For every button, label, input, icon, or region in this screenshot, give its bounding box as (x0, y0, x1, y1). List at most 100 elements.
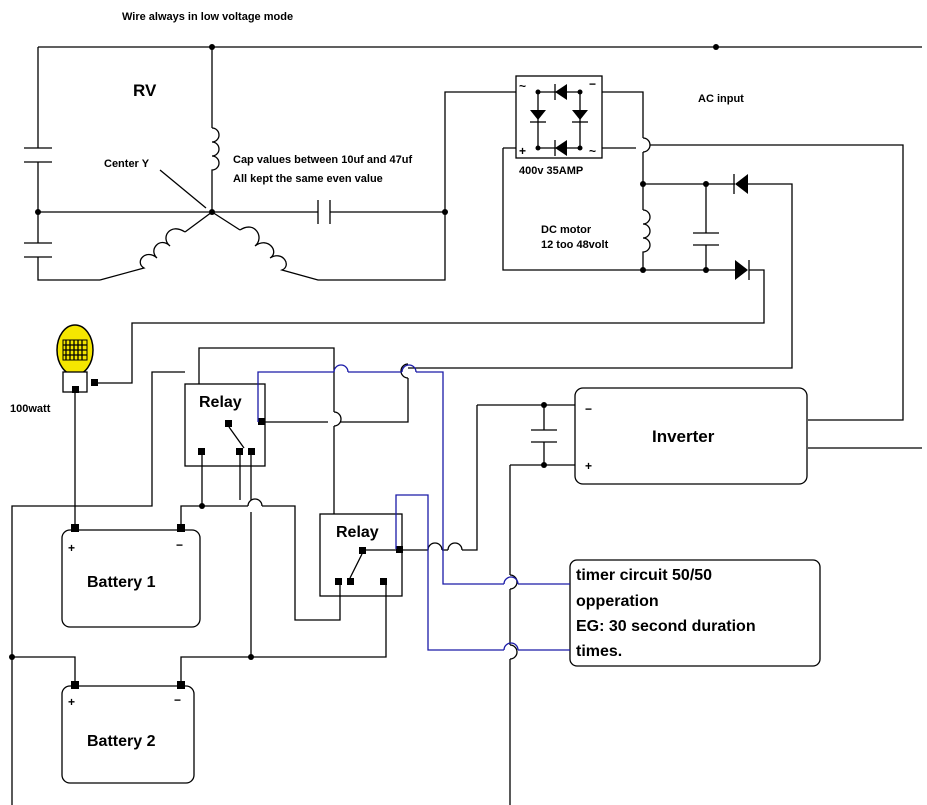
timer-circuit: timer circuit 50/50 opperation EG: 30 se… (569, 559, 821, 667)
inverter-plus: + (585, 459, 592, 473)
junction-dot (577, 145, 583, 151)
inverter-minus: − (585, 402, 592, 416)
ac-input-wire (650, 144, 904, 421)
diode-symbol (735, 174, 748, 194)
center-capacitor (317, 200, 331, 224)
relay-terminal (248, 448, 255, 455)
battery-1-label: Battery 1 (87, 574, 156, 591)
inverter-capacitor (531, 429, 557, 443)
control-wire-relay-1 (257, 371, 334, 422)
star-wire-left (184, 211, 213, 233)
relay-2: Relay (319, 513, 403, 597)
lamp-filament-grid (63, 340, 87, 360)
power-wiring (9, 347, 518, 805)
battery-1-minus: − (176, 538, 183, 552)
rectifier-ac-symbol-2: ~ (589, 144, 596, 158)
dc-motor-inductor (642, 209, 651, 270)
diode-symbol (572, 110, 588, 120)
bridge-rectifier: ~ − + ~ 400v 35AMP AC input (502, 75, 904, 421)
wire-hop (509, 574, 518, 590)
relay-1-top-wire (198, 347, 335, 412)
inverter-label: Inverter (652, 427, 715, 446)
wire-hop (642, 137, 651, 153)
diode-symbol (735, 260, 748, 280)
battery-1: + − Battery 1 (61, 524, 201, 628)
battery-terminal (177, 524, 185, 532)
battery-terminal (71, 681, 79, 689)
inductor-top (211, 127, 220, 212)
wire-hop (401, 364, 417, 373)
inductor-left (99, 228, 186, 281)
battery-2-plus: + (68, 695, 75, 709)
lamp-label: 100watt (10, 403, 51, 415)
rectifier-plus: + (519, 144, 526, 158)
left-cap-wire (37, 47, 100, 281)
lamp-supply-wire (95, 269, 765, 384)
wire-hop (427, 542, 443, 551)
control-wire-relay-2 (395, 494, 504, 651)
relay-2-label: Relay (336, 524, 379, 541)
relay-terminal (335, 578, 342, 585)
relay-1-label: Relay (199, 394, 242, 411)
diode-symbol (555, 84, 567, 100)
capacitor-top-left (24, 147, 52, 163)
left-rail-wire (11, 371, 185, 805)
junction-dot (577, 89, 583, 95)
star-wire-right (211, 211, 241, 231)
control-wire-relay-1c (416, 371, 504, 585)
wire-hop (509, 644, 518, 660)
lamp-terminal (91, 379, 98, 386)
battery-2-plus-wire (12, 656, 76, 683)
wire-hop (333, 411, 342, 427)
relay-terminal (236, 448, 243, 455)
relay-1: Relay (184, 383, 266, 467)
relay-switch-arm (349, 553, 363, 579)
battery-2-minus-wire (180, 585, 387, 681)
rectifier-minus: − (589, 77, 596, 91)
battery-2: + − Battery 2 (61, 681, 195, 784)
cap-note-1: Cap values between 10uf and 47uf (233, 154, 412, 166)
battery-2-minus: − (174, 693, 181, 707)
motor-output-wire (408, 183, 793, 369)
capacitor-bottom-left (24, 242, 52, 258)
dc-motor-label-1: DC motor (541, 224, 592, 236)
relay-terminal (258, 418, 265, 425)
rv-motor-section: Wire always in low voltage mode RV Cente… (24, 11, 922, 281)
rectifier-ac-symbol: ~ (519, 79, 526, 93)
relay-1-output-wire-2 (340, 378, 409, 423)
battery-terminal (177, 681, 185, 689)
rv-label: RV (133, 81, 157, 100)
relay-switch-arm (228, 426, 245, 449)
ac-input-label: AC input (698, 93, 744, 105)
inverter-box (574, 387, 808, 485)
wire-hop (447, 542, 463, 551)
lamp-100watt: 100watt (10, 324, 98, 527)
top-note: Wire always in low voltage mode (122, 11, 293, 23)
timer-box (569, 559, 821, 667)
junction-dot (535, 89, 541, 95)
battery-1-minus-wire (180, 455, 203, 524)
rectifier-rating: 400v 35AMP (519, 165, 583, 177)
timer-text-4: times. (576, 643, 622, 660)
motor-capacitor (693, 232, 719, 246)
wire-hop (400, 363, 409, 379)
junction-dot (713, 44, 719, 50)
control-wiring (257, 364, 570, 651)
wire-hop (247, 498, 263, 507)
relay-terminal (225, 420, 232, 427)
timer-text-3: EG: 30 second duration (576, 618, 756, 635)
dc-motor-section: DC motor 12 too 48volt (95, 174, 793, 384)
battery-1-to-relay-2-wire (262, 505, 341, 621)
diode-symbol (530, 110, 546, 120)
lamp-terminal (72, 386, 79, 393)
wire-hop (503, 576, 519, 585)
inductor-right (239, 91, 520, 281)
relay-terminal (347, 578, 354, 585)
battery-1-box (61, 529, 201, 628)
junction-dot (535, 145, 541, 151)
dc-motor-label-2: 12 too 48volt (541, 239, 609, 251)
inverter: Inverter − + (477, 387, 922, 485)
relay-terminal (198, 448, 205, 455)
battery-2-box (61, 685, 195, 784)
